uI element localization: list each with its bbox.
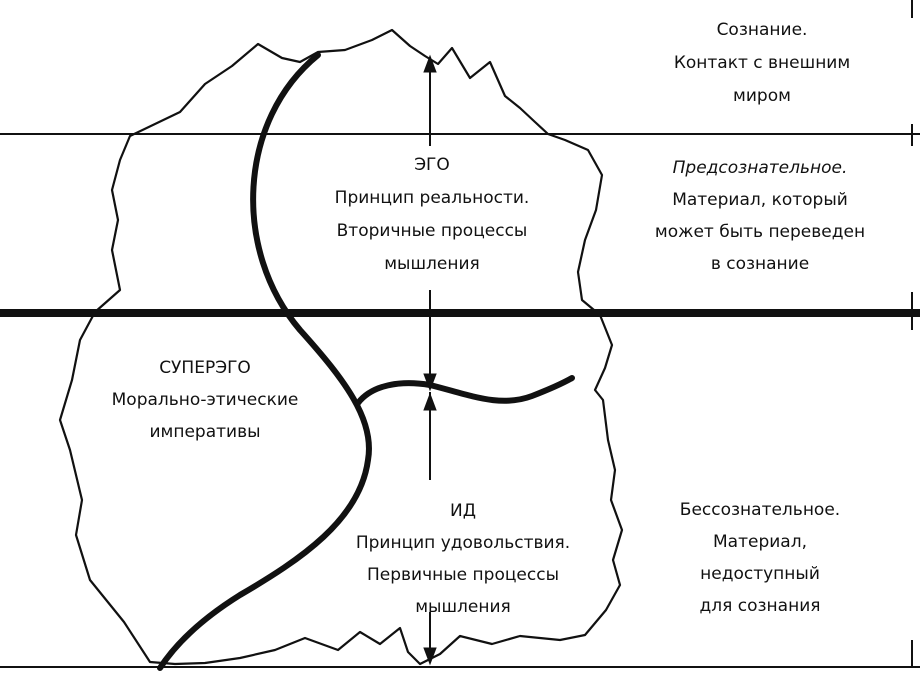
- region-ego: ЭГО Принцип реальности. Вторичные процес…: [335, 155, 530, 274]
- level-unconscious-line-2: недоступный: [700, 564, 820, 584]
- level-preconscious-title: Предсознательное.: [673, 158, 848, 178]
- arrow-down-icon: [423, 647, 437, 666]
- arrow-up-icon: [423, 392, 437, 411]
- region-superego: СУПЕРЭГО Морально-этические императивы: [112, 358, 299, 442]
- region-id-line-2: Первичные процессы: [367, 565, 559, 585]
- level-unconscious-line-3: для сознания: [700, 596, 821, 616]
- region-id-line-1: Принцип удовольствия.: [356, 533, 570, 553]
- region-ego-title: ЭГО: [414, 155, 450, 175]
- level-unconscious-title: Бессознательное.: [680, 500, 840, 520]
- level-preconscious-line-2: может быть переведен: [655, 222, 865, 242]
- region-id-line-3: мышления: [415, 597, 511, 617]
- region-superego-line-1: Морально-этические: [112, 390, 299, 410]
- region-id: ИД Принцип удовольствия. Первичные проце…: [356, 501, 570, 617]
- psyche-outline: [58, 28, 624, 666]
- region-ego-line-2: Вторичные процессы: [337, 221, 528, 241]
- level-unconscious: Бессознательное. Материал, недоступный д…: [680, 500, 840, 616]
- level-preconscious: Предсознательное. Материал, который може…: [655, 158, 865, 274]
- region-id-title: ИД: [450, 501, 476, 521]
- ego-id-boundary-curve: [355, 375, 575, 406]
- region-ego-line-3: мышления: [384, 254, 480, 274]
- superego-boundary-curve: [157, 52, 372, 671]
- level-conscious: Сознание. Контакт с внешним миром: [674, 20, 850, 106]
- level-conscious-line-2: миром: [733, 86, 791, 106]
- arrow-up-icon: [423, 54, 437, 73]
- ego-span-arrow: [423, 54, 437, 392]
- region-ego-line-1: Принцип реальности.: [335, 188, 530, 208]
- arrow-down-icon: [423, 373, 437, 392]
- level-preconscious-line-1: Материал, который: [672, 190, 848, 210]
- level-unconscious-line-1: Материал,: [713, 532, 807, 552]
- level-conscious-title: Сознание.: [717, 20, 808, 40]
- level-conscious-line-1: Контакт с внешним: [674, 53, 850, 73]
- id-span-arrow: [423, 392, 437, 666]
- region-superego-title: СУПЕРЭГО: [159, 358, 251, 378]
- region-superego-line-2: императивы: [149, 422, 260, 442]
- level-preconscious-line-3: в сознание: [711, 254, 809, 274]
